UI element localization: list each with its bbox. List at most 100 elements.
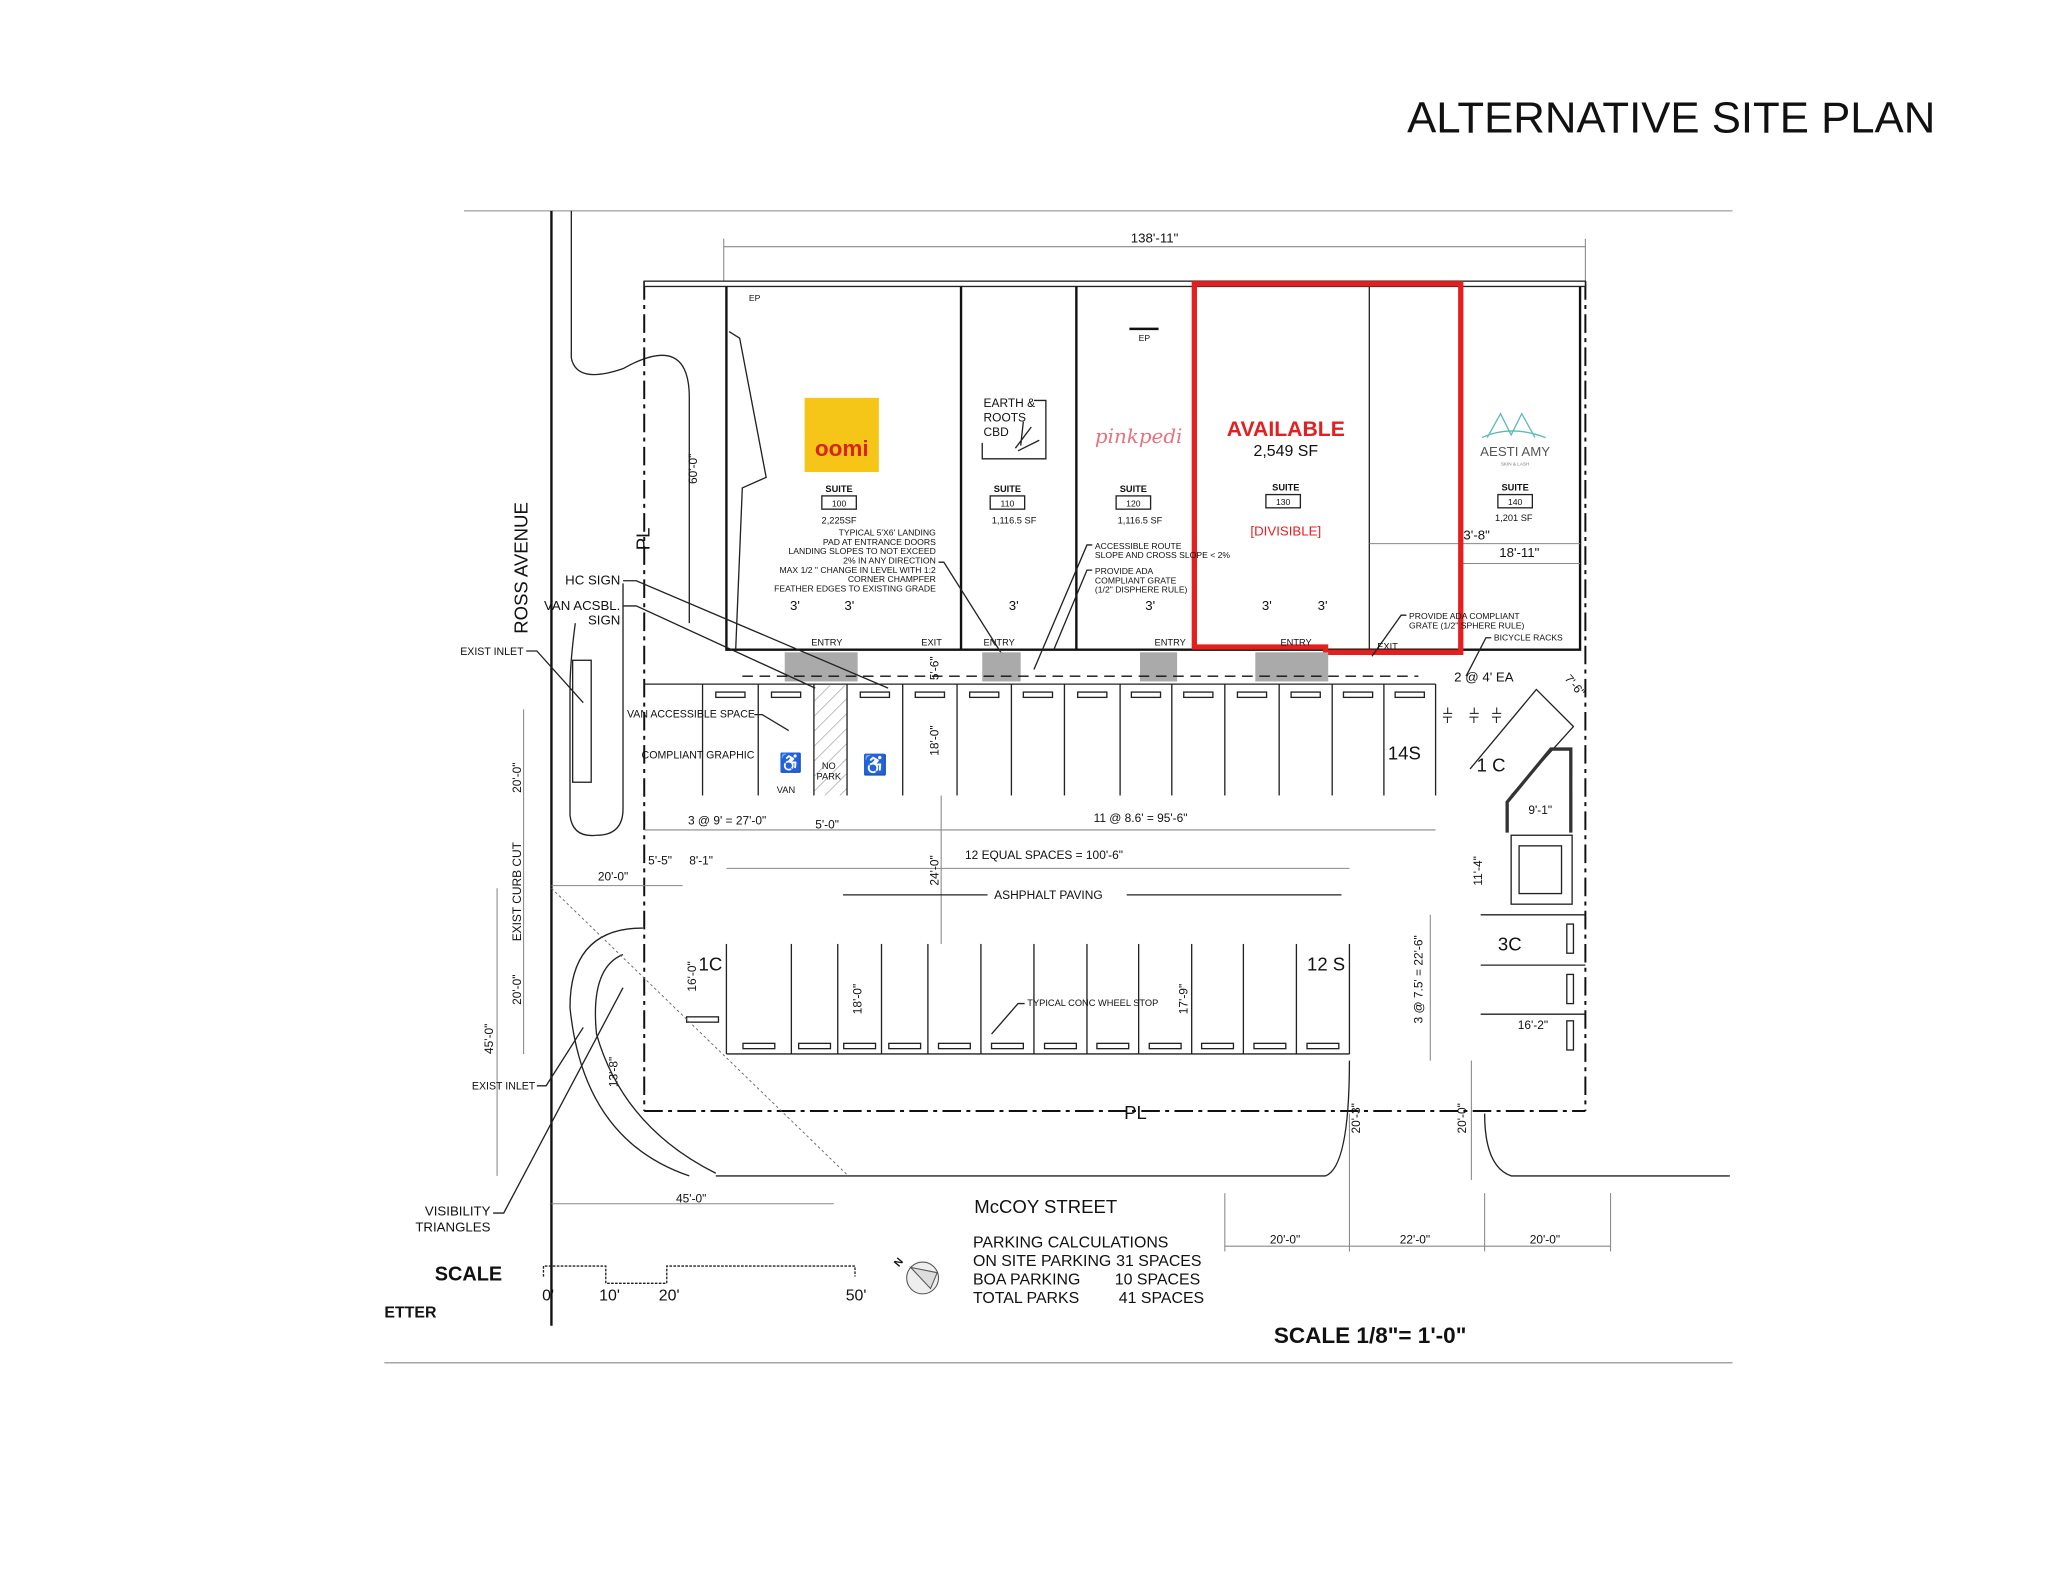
oomi-logo: [804, 397, 879, 473]
dim-5-6: 5'-6": [928, 656, 942, 680]
wheel-stop-label: TYPICAL CONC WHEEL STOP: [1027, 998, 1158, 1008]
ep-label: EP: [1139, 333, 1151, 343]
suite-number: 100: [832, 499, 847, 509]
bicycle-rack-icon: ⫩: [1442, 706, 1453, 727]
exit-label: EXIT: [921, 638, 942, 648]
bicycle-rack-icon: ⫩: [1491, 706, 1502, 727]
svg-text:LANDING SLOPES TO NOT EXCEED: LANDING SLOPES TO NOT EXCEED: [788, 546, 935, 556]
entry-label: ENTRY: [1280, 638, 1311, 648]
suite-number-box: [821, 495, 857, 510]
wheel-stop: [914, 691, 946, 699]
suite-130-available[interactable]: AVAILABLE 2,549 SF SUITE 130 [DIVISIBLE]: [1191, 281, 1464, 655]
svg-text:PROVIDE ADA COMPLIANT: PROVIDE ADA COMPLIANT: [1409, 611, 1520, 621]
pl-label-west: PL: [633, 528, 654, 551]
dim-20-3: 20'-3": [1349, 1103, 1363, 1133]
svg-text:FEATHER EDGES TO EXISTING GRAD: FEATHER EDGES TO EXISTING GRADE: [774, 583, 936, 593]
dim-16-2: 16'-2": [1518, 1018, 1548, 1032]
ross-avenue: ROSS AVENUE: [511, 210, 690, 1326]
svg-text:BICYCLE RACKS: BICYCLE RACKS: [1494, 632, 1563, 642]
svg-text:31 SPACES: 31 SPACES: [1116, 1253, 1201, 1270]
dim-12-equal-spaces: 12 EQUAL SPACES = 100'-6": [965, 848, 1123, 862]
wheel-stop: [1022, 691, 1054, 699]
ross-avenue-label: ROSS AVENUE: [511, 502, 532, 634]
ada-grate-note: PROVIDE ADA COMPLIANT GRATE (1/2" DISPHE…: [1053, 566, 1188, 650]
exist-inlet-label: EXIST INLET: [472, 1081, 536, 1093]
entry-label: ENTRY: [984, 638, 1015, 648]
wheel-stop: [797, 1042, 832, 1050]
svg-text:41 SPACES: 41 SPACES: [1119, 1290, 1204, 1307]
svg-text:COMPLIANT GRATE: COMPLIANT GRATE: [1095, 575, 1177, 585]
hc-sign-label: HC SIGN: [565, 573, 620, 588]
suite-100[interactable]: oomi SUITE 100 2,225SF: [804, 397, 879, 526]
svg-text:22'-0": 22'-0": [1400, 1233, 1430, 1247]
scale-bar: SCALE 0' 10' 20' 50' ETTER: [384, 1264, 866, 1322]
van-space-label: VAN ACCESSIBLE SPACE: [627, 708, 755, 720]
dim-11-at-8-6: 11 @ 8.6' = 95'-6": [1094, 811, 1188, 825]
svg-text:BOA PARKING: BOA PARKING: [973, 1272, 1080, 1289]
wheel-stop: [770, 691, 802, 699]
wheel-stop: [990, 1042, 1024, 1050]
suite-120[interactable]: pinkpedi SUITE 120 1,116.5 SF: [1095, 425, 1183, 526]
door-dim: 3': [1318, 598, 1328, 613]
dim-18-0: 18'-0": [851, 984, 865, 1014]
van-sign-label: VAN ACSBL.: [544, 598, 620, 613]
bicycle-racks-note: BICYCLE RACKS: [1465, 632, 1563, 677]
svg-text:ASHPHALT PAVING: ASHPHALT PAVING: [994, 888, 1102, 902]
leaf-icon: [1014, 421, 1040, 452]
divisible-label: [DIVISIBLE]: [1250, 524, 1321, 539]
wheel-stop: [1200, 1042, 1235, 1050]
wheelchair-icon: ♿: [779, 752, 802, 774]
dim-bike-spacing: 2 @ 4' EA: [1454, 669, 1514, 684]
suite-area: 2,225SF: [822, 516, 857, 526]
bike-racks: 2 @ 4' EA ⫩ ⫩ ⫩ 7'-6": [1442, 669, 1588, 726]
no-park-label: NO: [822, 761, 836, 771]
parking-label-3c: 3C: [1498, 934, 1522, 955]
dim-20-0: 20'-0": [1455, 1103, 1469, 1133]
suite-label: SUITE: [1501, 483, 1528, 493]
dim-9-1: 9'-1": [1528, 803, 1552, 817]
parking-label-1c: 1C: [699, 953, 723, 974]
dim-20-0: 20'-0": [510, 975, 524, 1005]
parking-row-north: [644, 683, 1437, 796]
suite-140[interactable]: AESTI AMY SKIN & LASH SUITE 140 1,201 SF…: [1463, 412, 1550, 560]
landing-pad: [982, 652, 1021, 682]
svg-text:20': 20': [659, 1288, 680, 1305]
dim-3-8: 3'-8": [1463, 528, 1490, 543]
van-label: VAN: [777, 785, 795, 795]
suite-area: 2,549 SF: [1254, 443, 1319, 460]
suite-area: 1,201 SF: [1495, 513, 1533, 523]
wheel-stop: [859, 691, 891, 699]
parking-row-south: [725, 943, 1351, 1055]
suite-label: SUITE: [994, 484, 1021, 494]
svg-text:TOTAL PARKS: TOTAL PARKS: [973, 1290, 1079, 1307]
parking-label-14s: 14S: [1388, 743, 1421, 764]
bottom-dimensions: 20'-0" 22'-0" 20'-0": [1224, 1113, 1612, 1252]
wheel-stop: [1148, 1042, 1182, 1050]
pinkpedi-logo: pinkpedi: [1095, 425, 1183, 448]
door-dim: 3': [1145, 598, 1155, 613]
suite-number: 120: [1126, 499, 1141, 509]
dim-20-0: 20'-0": [510, 762, 524, 792]
svg-text:20'-0": 20'-0": [1270, 1233, 1300, 1247]
north-arrow-icon: N: [892, 1256, 940, 1295]
wheel-stop: [1290, 691, 1321, 699]
dumpster: [1510, 834, 1573, 905]
curb-cut-label: EXIST CURB CUT: [510, 841, 524, 941]
suite-110[interactable]: EARTH & ROOTS CBD SUITE 110 1,116.5 SF: [981, 396, 1047, 526]
compact-space: [1469, 688, 1575, 796]
door-dim: 3': [1262, 598, 1272, 613]
van-sign-label: SIGN: [588, 612, 620, 627]
svg-text:N: N: [892, 1256, 906, 1270]
aesti-amy-subtitle: SKIN & LASH: [1501, 461, 1530, 466]
overall-dimension: 138'-11": [723, 231, 1586, 286]
wheelchair-icon: ♿: [863, 753, 888, 777]
entry-label: ENTRY: [1155, 638, 1186, 648]
wheel-stop: [843, 1042, 877, 1050]
asphalt-paving-label: ASHPHALT PAVING: [843, 888, 1342, 902]
aesti-amy-logo: AESTI AMY: [1480, 444, 1550, 459]
svg-text:PROVIDE ADA: PROVIDE ADA: [1095, 566, 1154, 576]
door-dim: 3': [844, 598, 854, 613]
curb-return: [569, 927, 690, 1177]
entrances: ENTRY EXIT ENTRY ENTRY ENTRY EXIT 3' 3' …: [686, 454, 1419, 682]
